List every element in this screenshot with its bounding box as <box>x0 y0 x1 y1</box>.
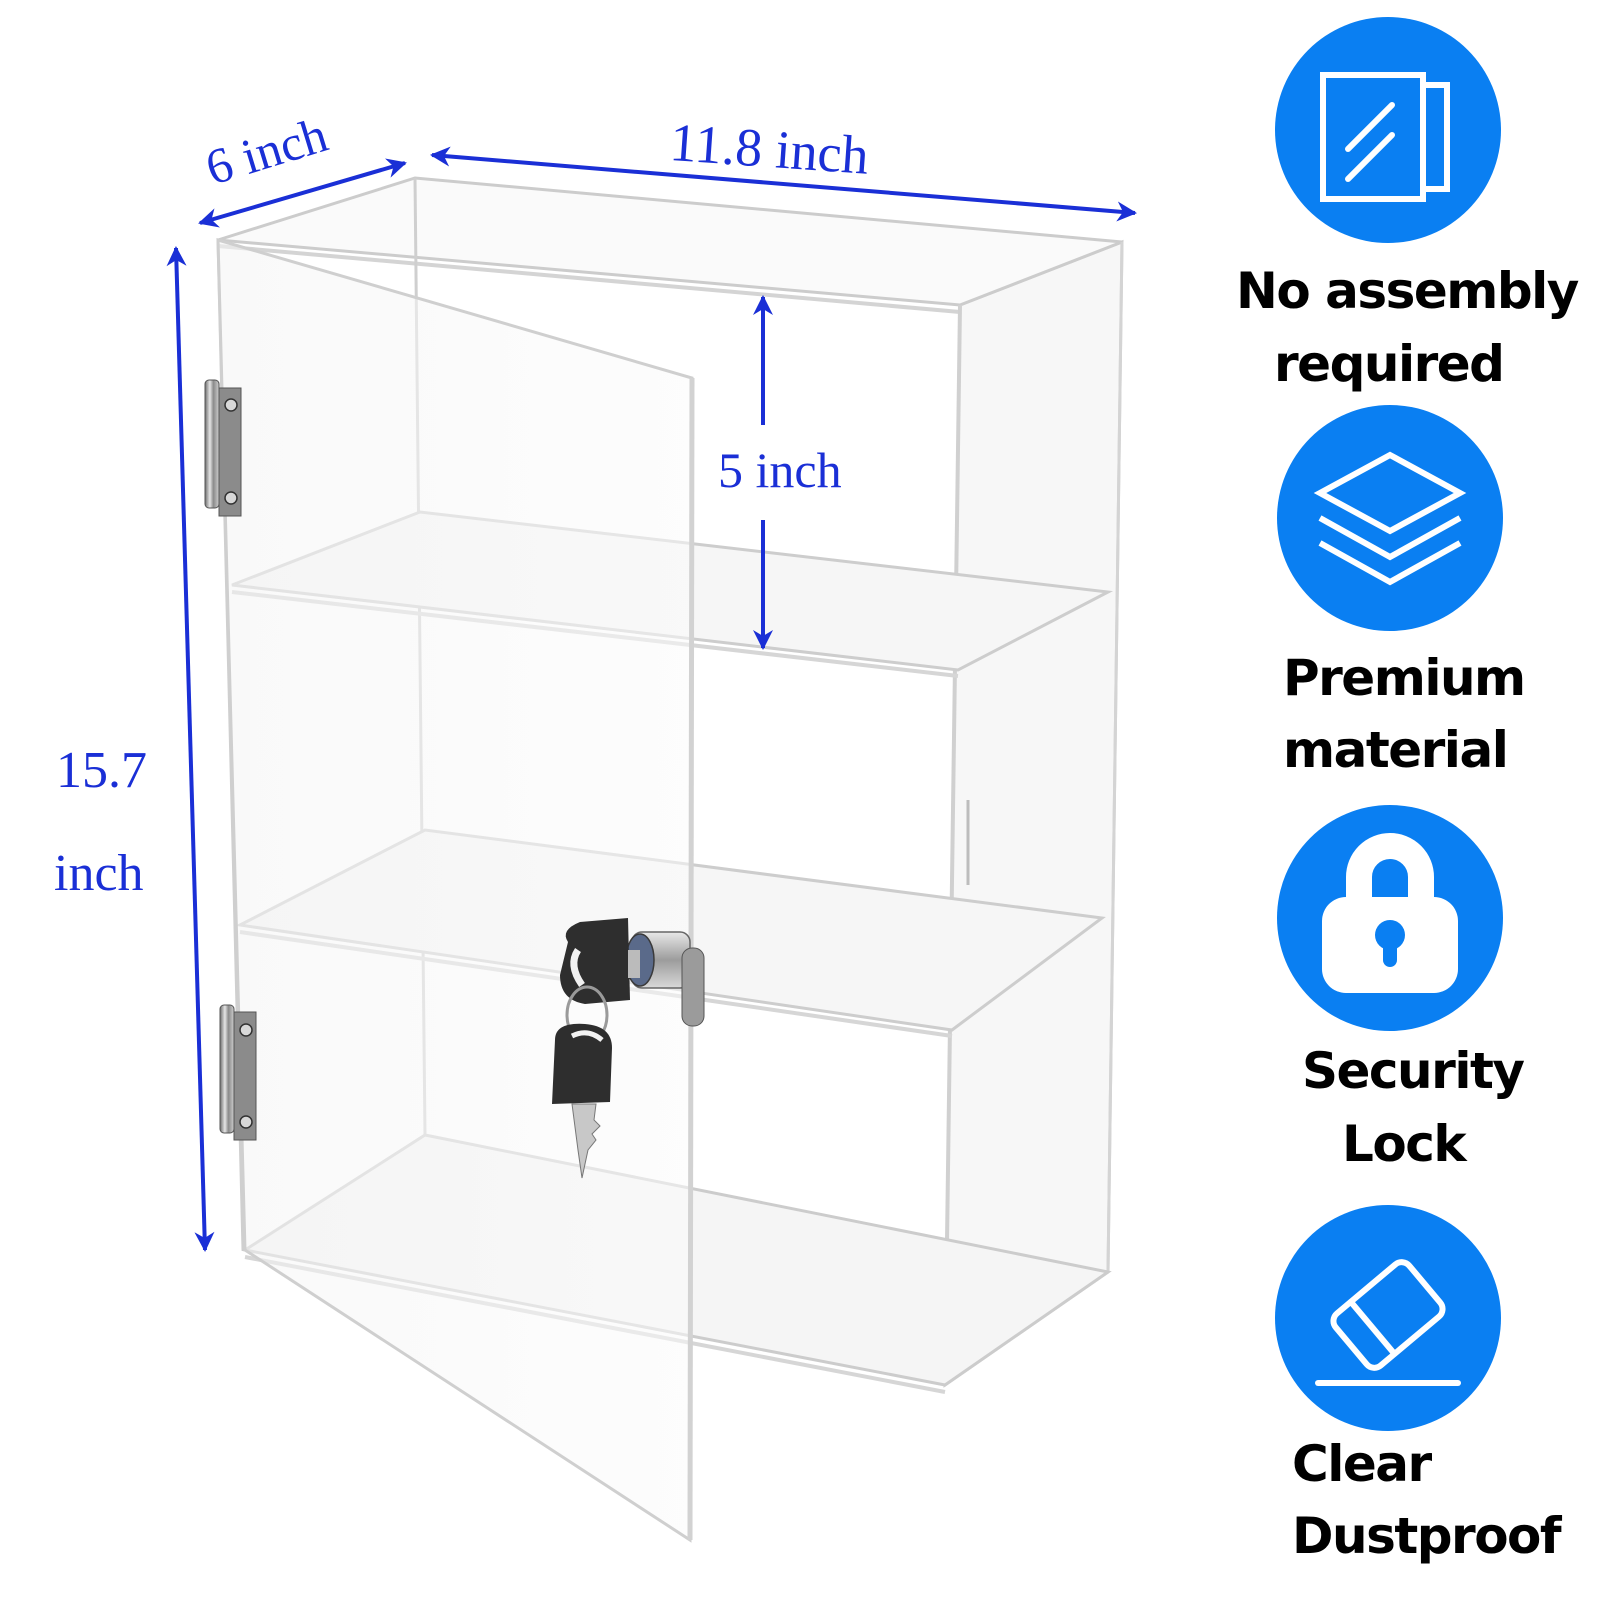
shelf-spacing-label: 5 inch <box>718 442 842 498</box>
depth-arrow <box>198 158 407 228</box>
feature-label-line1: No assembly <box>1236 262 1579 320</box>
layers-icon <box>1277 405 1503 631</box>
padlock-icon <box>1277 805 1503 1031</box>
glass-panels-icon <box>1275 17 1501 243</box>
height-unit-label: inch <box>54 845 144 902</box>
eraser-icon <box>1275 1205 1501 1431</box>
width-label: 11.8 inch <box>668 112 871 186</box>
cam-lock-with-keys <box>552 918 705 1179</box>
feature-label-line2: material <box>1283 721 1509 779</box>
dimension-arrows <box>166 146 1137 1252</box>
feature-label-line1: Clear <box>1292 1435 1432 1493</box>
acrylic-cabinet-illustration <box>166 146 1137 1543</box>
feature-label-line1: Security <box>1302 1042 1525 1100</box>
lower-hinge <box>219 1004 257 1141</box>
width-arrow <box>430 146 1137 222</box>
feature-label-line1: Premium <box>1283 649 1526 707</box>
height-arrow <box>166 246 215 1252</box>
feature-label-line2: required <box>1274 335 1505 393</box>
feature-label-line2: Dustproof <box>1292 1507 1562 1565</box>
feature-label-line2: Lock <box>1342 1115 1467 1173</box>
upper-hinge <box>204 379 242 517</box>
cabinet-door <box>216 237 695 1543</box>
height-value-label: 15.7 <box>56 742 147 799</box>
